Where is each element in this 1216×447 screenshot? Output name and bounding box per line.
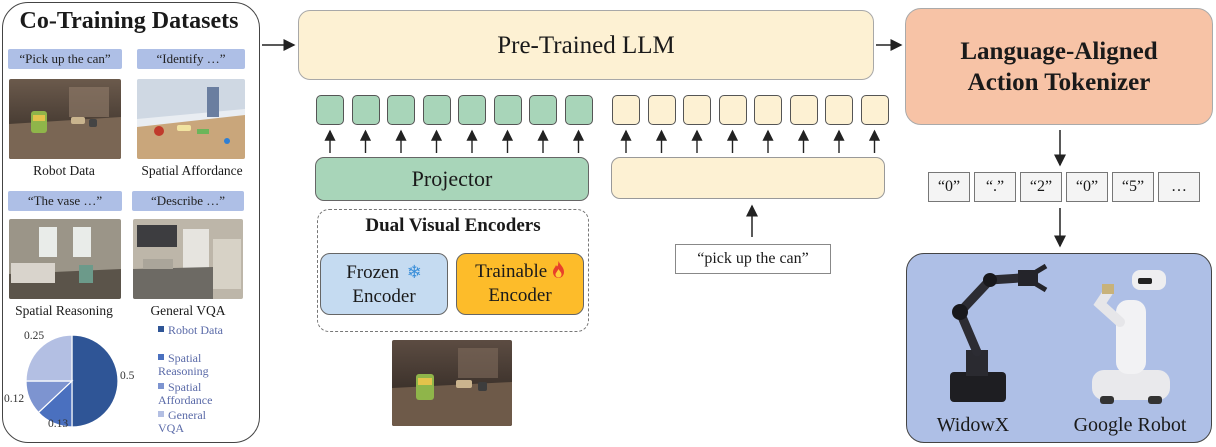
tokenizer-line-1: Language-Aligned [960,38,1158,65]
visual-token [351,95,380,125]
quote-pill: “Pick up the can” [8,49,122,69]
legend-label: Robot Data [168,323,223,337]
dataset-caption: Robot Data [33,163,95,178]
frozen-label-1: Frozen [346,262,399,283]
action-token: “2” [1020,172,1062,202]
legend-label: General VQA [158,408,206,435]
dataset-mix-pie [25,334,119,428]
bedroom-image [9,219,121,299]
text-token [860,95,889,125]
frozen-encoder: Frozen ❄ Encoder [320,253,448,315]
text-token [683,95,711,125]
visual-token [493,95,522,125]
widowx-robot-image [950,263,1048,402]
action-token: “0” [1066,172,1108,202]
dataset-caption: General VQA [150,303,226,318]
fire-icon [552,261,564,278]
trainable-label-2: Encoder [488,285,552,306]
legend-swatch [158,383,164,389]
legend-general-vqa: General VQA [158,409,222,435]
pie-slice-robot-data [71,334,119,428]
legend-spatial-affordance: Spatial Affordance [158,381,238,407]
legend-swatch [158,411,164,417]
trainable-encoder: Trainable Encoder [456,253,584,315]
text-token [647,95,676,125]
affordance-scene-image [137,79,245,159]
robot-label-google: Google Robot [1073,414,1187,436]
pie-slice-general-vqa [25,334,73,382]
dual-visual-encoders [317,209,589,332]
google-robot-image [1092,270,1170,404]
visual-token [387,95,415,125]
pie-value-label: 0.12 [4,393,25,405]
action-tokenizer: Language-Aligned Action Tokenizer [905,8,1213,125]
dual-encoders-title: Dual Visual Encoders [365,215,541,236]
legend-label: Spatial Affordance [158,380,213,407]
pretrained-llm: Pre-Trained LLM [298,10,874,80]
input-observation-image [392,340,512,426]
text-token [754,95,782,125]
action-token: “5” [1112,172,1154,202]
kitchen-image [133,219,243,299]
legend-robot-data: Robot Data [158,324,250,337]
panel-title: Co-Training Datasets [19,8,239,34]
quote-pill: “Describe …” [132,191,244,211]
action-token: … [1158,172,1200,202]
text-token [825,95,853,125]
legend-swatch [158,326,164,332]
text-token [612,95,640,125]
quote-pill: “Identify …” [137,49,245,69]
action-token: “0” [928,172,970,202]
legend-label: Spatial Reasoning [158,351,209,378]
trainable-label-1: Trainable [475,261,548,282]
snowflake-icon: ❄ [406,262,422,282]
action-token: “.” [974,172,1016,202]
pie-value-label: 0.13 [48,418,69,430]
pie-value-label: 0.25 [24,330,45,342]
tokenizer-line-2: Action Tokenizer [967,69,1151,96]
language-prompt: “pick up the can” [675,244,831,274]
visual-token [316,95,344,125]
quote-pill: “The vase …” [8,191,122,211]
pie-value-label: 0.5 [120,370,135,382]
dataset-caption: Spatial Reasoning [15,303,113,318]
visual-token [529,95,557,125]
visual-token [458,95,486,125]
visual-token [422,95,451,125]
text-token [718,95,747,125]
visual-token [564,95,593,125]
text-token [789,95,818,125]
text-embedding-box [611,157,885,199]
projector: Projector [315,157,589,201]
dataset-caption: Spatial Affordance [141,163,243,178]
robot-table-image [9,79,121,159]
frozen-label-2: Encoder [352,286,416,307]
legend-spatial-reasoning: Spatial Reasoning [158,352,234,378]
legend-swatch [158,354,164,360]
robot-label-widowx: WidowX [936,414,1010,436]
